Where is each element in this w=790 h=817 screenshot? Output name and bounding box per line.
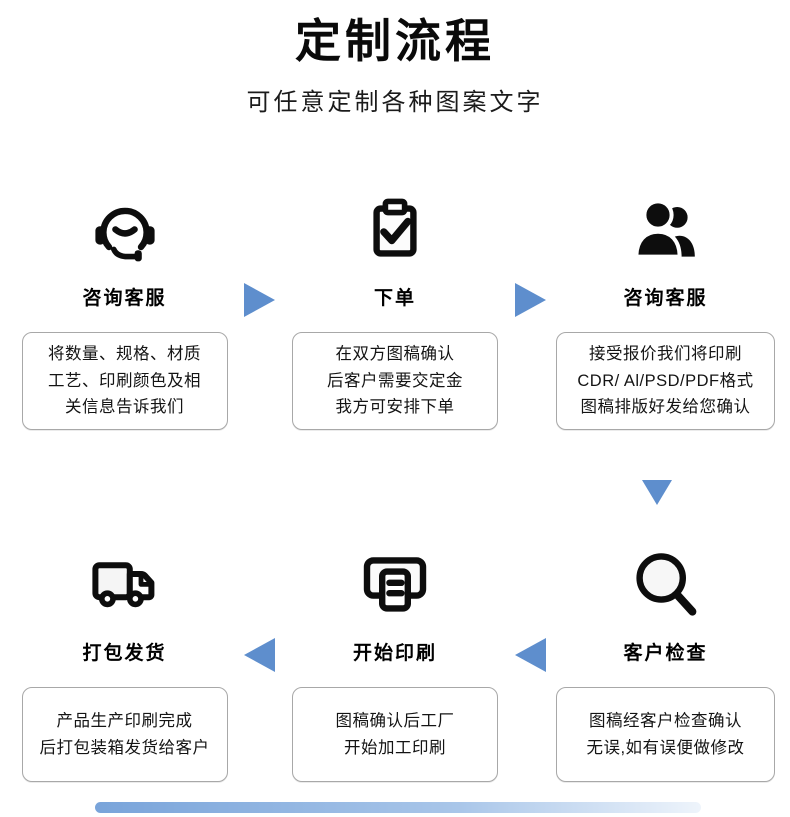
arrow-right-icon <box>244 282 276 317</box>
arrow-cell <box>506 187 556 317</box>
step-label: 打包发货 <box>82 642 167 664</box>
step-icon-wrap <box>626 187 706 275</box>
step-pack-ship: 打包发货 产品生产印刷完成 后打包装箱发货给客户 <box>14 542 235 783</box>
step-consult-service: 咨询客服 将数量、规格、材质 工艺、印刷颜色及相 关信息告诉我们 <box>14 187 235 430</box>
arrow-cell <box>506 542 556 672</box>
step-customer-check: 客户检查 图稿经客户检查确认 无误,如有误便做修改 <box>555 542 776 783</box>
step-desc-box: 将数量、规格、材质 工艺、印刷颜色及相 关信息告诉我们 <box>21 332 228 430</box>
flow-row-bottom: 打包发货 产品生产印刷完成 后打包装箱发货给客户 开始印刷 图稿确认后工厂 开始… <box>0 542 790 783</box>
arrow-left-icon <box>514 637 546 672</box>
arrow-cell <box>235 542 285 672</box>
arrow-right-icon <box>514 282 546 317</box>
arrow-left-icon <box>244 637 276 672</box>
step-desc-box: 产品生产印刷完成 后打包装箱发货给客户 <box>21 687 228 783</box>
flow-connector-row <box>0 430 790 542</box>
header: 定制流程 可任意定制各种图案文字 <box>0 0 790 117</box>
clipboard-check-icon <box>373 198 417 257</box>
arrow-down-icon <box>642 479 672 505</box>
step-icon-wrap <box>355 542 435 630</box>
step-label: 咨询客服 <box>623 287 708 309</box>
step-desc-box: 接受报价我们将印刷 CDR/ Al/PSD/PDF格式 图稿排版好发给您确认 <box>556 332 775 430</box>
step-label: 下单 <box>373 287 416 309</box>
step-place-order: 下单 在双方图稿确认 后客户需要交定金 我方可安排下单 <box>285 187 506 430</box>
headset-icon <box>94 207 155 261</box>
arrow-cell <box>235 187 285 317</box>
step-desc-box: 在双方图稿确认 后客户需要交定金 我方可安排下单 <box>292 332 498 430</box>
step-desc-box: 图稿确认后工厂 开始加工印刷 <box>292 687 498 783</box>
step-icon-wrap <box>355 187 435 275</box>
step-label: 客户检查 <box>623 642 708 664</box>
bottom-accent-bar <box>95 802 701 813</box>
step-desc-box: 图稿经客户检查确认 无误,如有误便做修改 <box>556 687 775 783</box>
step-icon-wrap <box>85 187 165 275</box>
step-icon-wrap <box>626 542 706 630</box>
printer-icon <box>363 556 427 612</box>
step-label: 开始印刷 <box>352 642 437 664</box>
people-icon <box>633 198 695 259</box>
step-start-printing: 开始印刷 图稿确认后工厂 开始加工印刷 <box>285 542 506 783</box>
page-subtitle: 可任意定制各种图案文字 <box>246 88 544 116</box>
step-consult-service-2: 咨询客服 接受报价我们将印刷 CDR/ Al/PSD/PDF格式 图稿排版好发给… <box>555 187 776 430</box>
truck-icon <box>91 561 154 607</box>
flow-row-top: 咨询客服 将数量、规格、材质 工艺、印刷颜色及相 关信息告诉我们 下单 在双方图… <box>0 187 790 430</box>
magnifier-icon <box>635 552 696 616</box>
page-title: 定制流程 <box>295 15 495 67</box>
step-label: 咨询客服 <box>82 287 167 309</box>
step-icon-wrap <box>85 542 165 630</box>
